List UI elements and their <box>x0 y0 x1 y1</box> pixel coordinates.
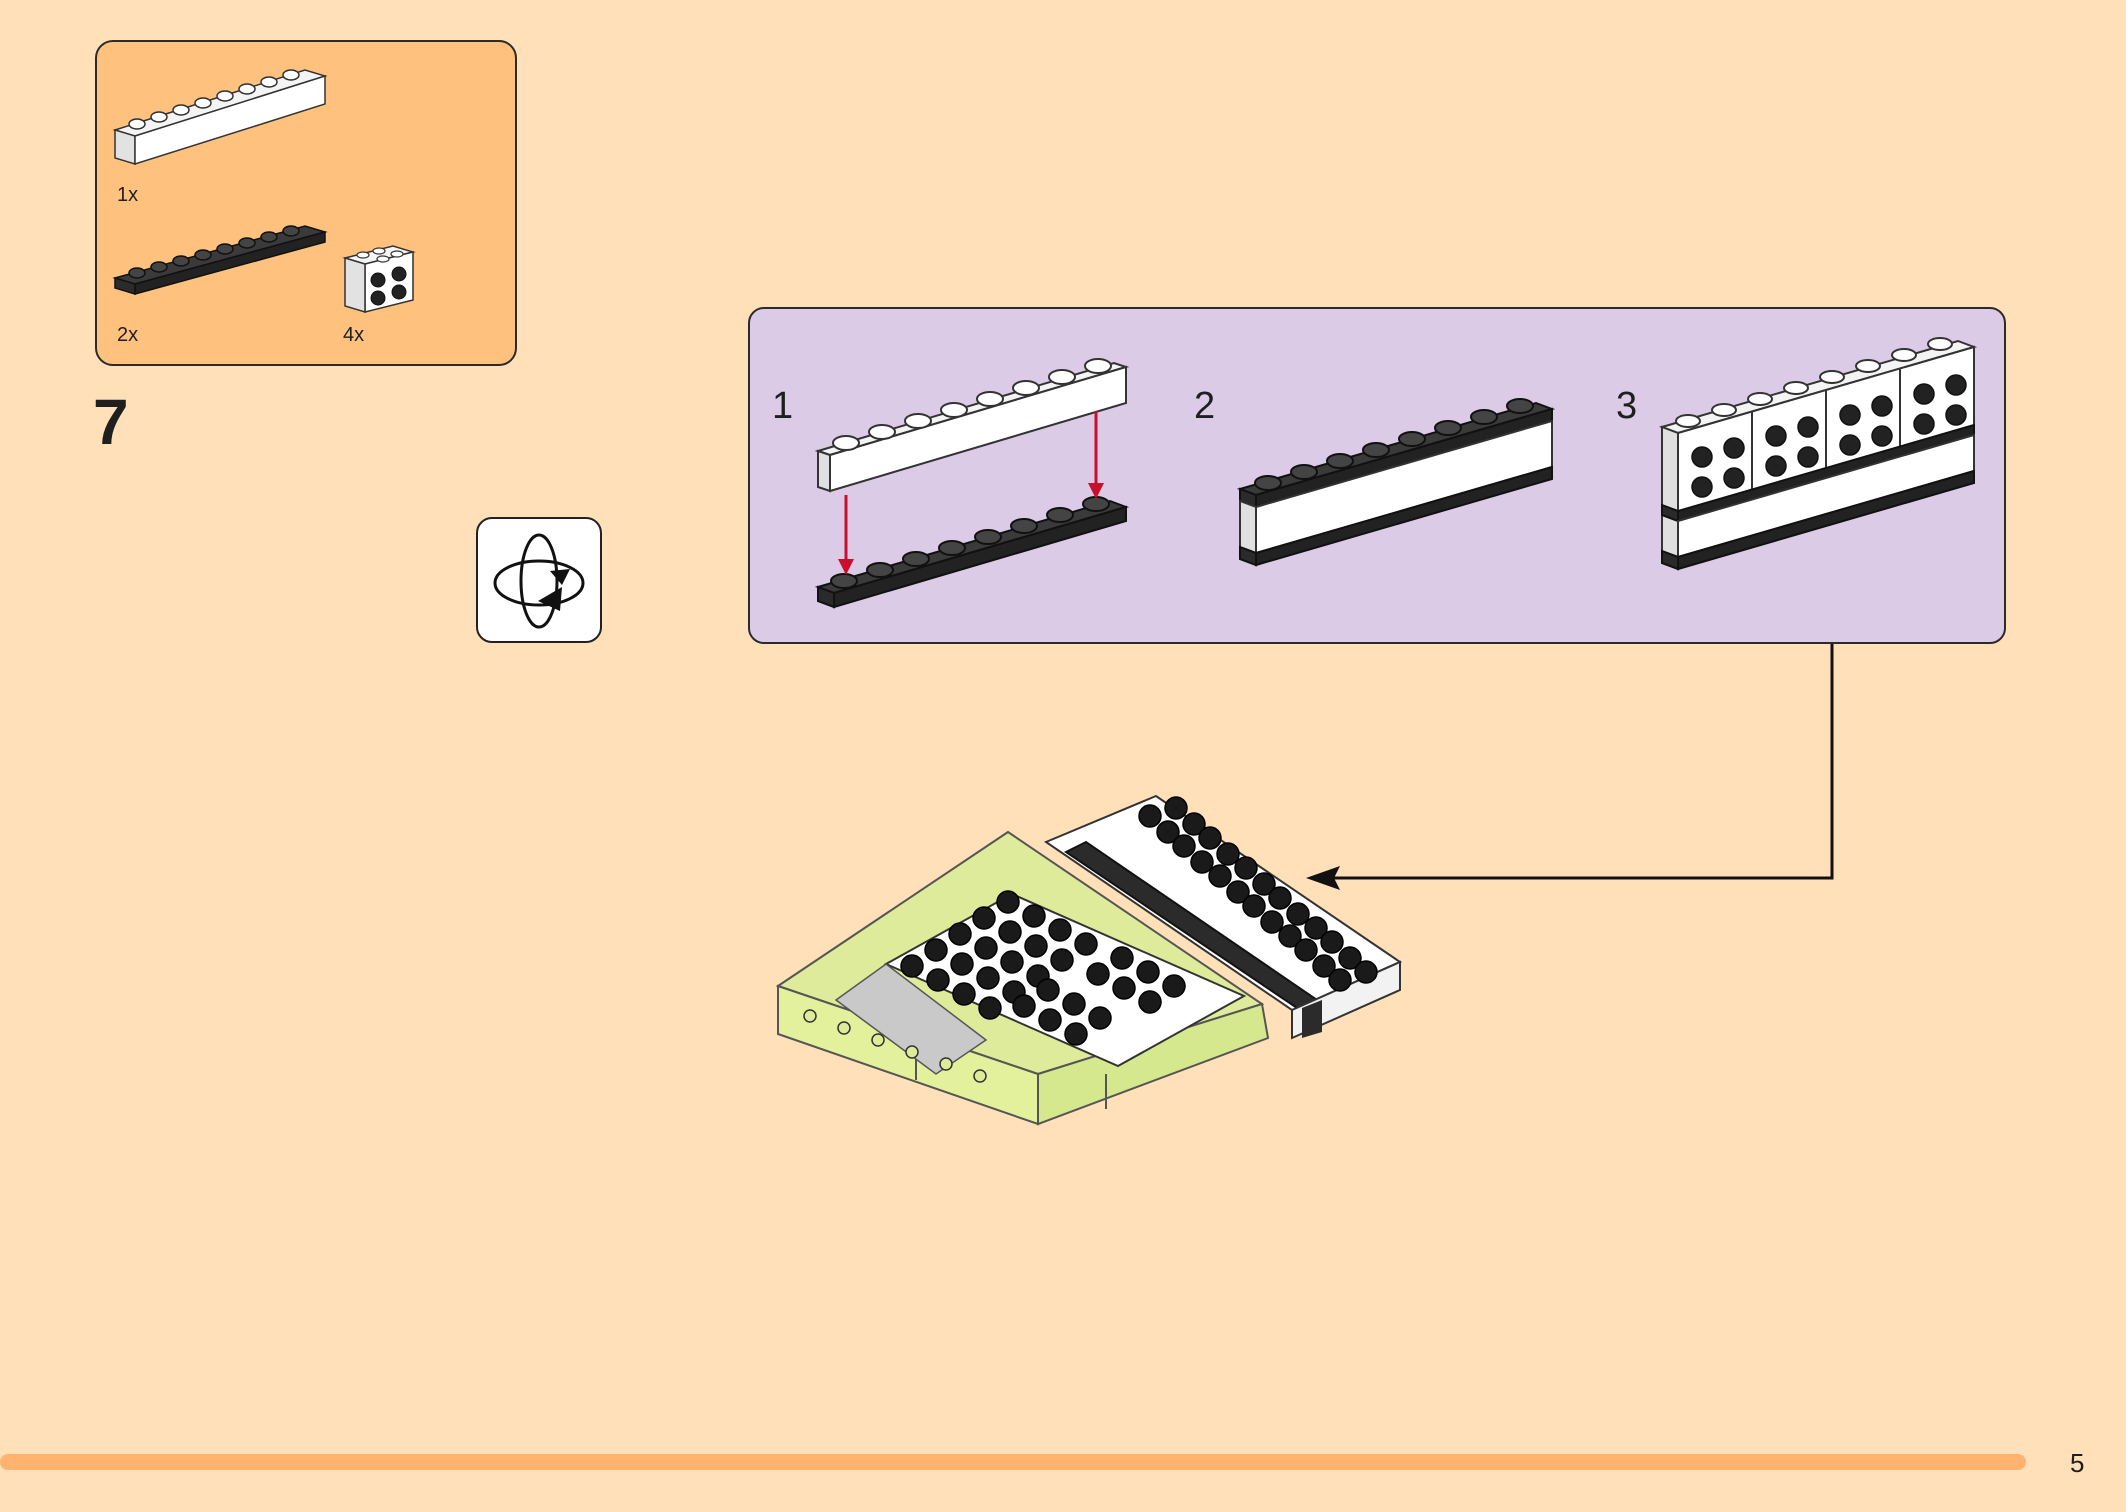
step-number: 7 <box>93 386 129 458</box>
page-progress-bar <box>0 1454 2026 1470</box>
substep-number: 1 <box>772 385 794 427</box>
parts-list-panel: 1x 2x 4x <box>95 40 517 366</box>
substep-3-illustration <box>1658 337 1978 571</box>
substep-1-illustration <box>814 358 1130 609</box>
black-plate-1x8-icon <box>112 225 328 296</box>
substep-number: 2 <box>1194 385 1216 427</box>
substep-number: 3 <box>1616 385 1638 427</box>
part-quantity: 2x <box>117 324 139 346</box>
page-number: 5 <box>2070 1448 2085 1478</box>
part-quantity: 1x <box>117 184 139 206</box>
substeps-panel: 1 2 3 <box>748 307 2006 644</box>
part-quantity: 4x <box>343 324 365 346</box>
white-brick-2x2-studs-side-icon <box>342 245 416 314</box>
substep-2-illustration <box>1236 398 1556 567</box>
rotate-model-icon <box>476 517 602 643</box>
white-brick-1x8-icon <box>112 69 328 166</box>
main-model-illustration <box>775 794 1403 1126</box>
